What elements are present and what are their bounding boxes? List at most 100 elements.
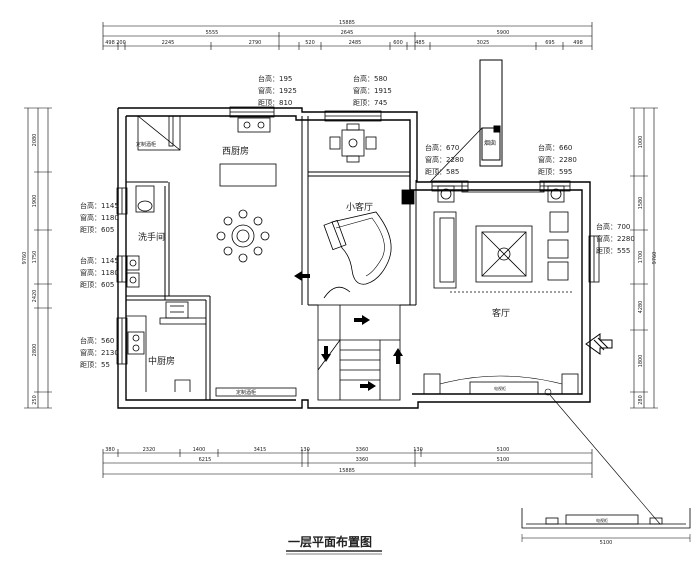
svg-text:9760: 9760 <box>22 252 28 265</box>
top-mid-dim-2: 2645 <box>341 30 354 36</box>
note-tv-cabinet: 电视柜 <box>494 385 506 391</box>
svg-text:台高：660: 台高：660 <box>538 143 572 152</box>
svg-text:1900: 1900 <box>32 195 38 208</box>
svg-text:130: 130 <box>413 447 423 453</box>
window-note-1: 台高：195 窗高：1925 距顶：810 <box>258 74 297 107</box>
svg-text:2320: 2320 <box>143 447 156 453</box>
svg-text:1750: 1750 <box>32 251 38 264</box>
right-dims: 1000 1580 1700 4280 1800 280 9760 <box>638 136 658 405</box>
window-note-4: 台高：660 窗高：2280 距顶：595 <box>538 143 577 176</box>
window-note-2: 台高：580 窗高：1915 距顶：745 <box>353 74 392 107</box>
svg-text:4280: 4280 <box>638 301 644 314</box>
svg-text:距顶：55: 距顶：55 <box>80 361 110 369</box>
svg-text:窗高：2280: 窗高：2280 <box>538 155 577 164</box>
svg-text:280: 280 <box>638 395 644 405</box>
svg-text:1700: 1700 <box>638 251 644 264</box>
svg-text:380: 380 <box>105 447 115 453</box>
arrow-up-icon <box>393 348 403 364</box>
round-dining-table <box>216 209 270 263</box>
svg-text:距顶：595: 距顶：595 <box>538 168 572 176</box>
svg-text:250: 250 <box>32 395 38 405</box>
svg-text:9760: 9760 <box>652 252 658 265</box>
svg-text:台高：560: 台高：560 <box>80 336 114 345</box>
window-note-3: 台高：670 窗高：2280 距顶：585 <box>425 143 464 176</box>
grand-piano <box>323 211 392 285</box>
left-dimension-lines <box>24 107 52 409</box>
svg-text:距顶：585: 距顶：585 <box>425 168 459 176</box>
svg-text:2485: 2485 <box>349 40 362 46</box>
window-note-7: 台高：700 窗高：2280 距顶：555 <box>596 222 635 255</box>
svg-text:2790: 2790 <box>249 40 262 46</box>
svg-text:窗高：1180: 窗高：1180 <box>80 213 119 222</box>
arrow-left-icon <box>294 271 310 281</box>
svg-text:1800: 1800 <box>638 355 644 368</box>
svg-text:520: 520 <box>305 40 315 46</box>
svg-text:窗高：2280: 窗高：2280 <box>596 234 635 243</box>
svg-text:498: 498 <box>105 40 115 46</box>
bottom-total-dim: 15885 <box>339 468 355 474</box>
chimney-label: 烟囱 <box>484 139 496 147</box>
drawing-title: 一层平面布置图 <box>288 534 372 549</box>
stairs <box>317 304 401 401</box>
svg-text:距顶：555: 距顶：555 <box>596 247 630 255</box>
bottom-mid-dim-1: 6215 <box>199 457 212 463</box>
washroom-fixtures <box>126 185 155 288</box>
note-tv-cabinet-detail: 电视柜 <box>596 517 608 523</box>
svg-text:200: 200 <box>116 40 126 46</box>
svg-text:距顶：745: 距顶：745 <box>353 99 387 107</box>
svg-text:600: 600 <box>393 40 403 46</box>
svg-text:2420: 2420 <box>32 290 38 303</box>
top-mid-dim-3: 5900 <box>497 30 510 36</box>
svg-text:距顶：810: 距顶：810 <box>258 99 292 107</box>
left-dims: 2080 1900 1750 2420 2800 250 9760 <box>22 134 38 405</box>
room-label-chinese-kitchen: 中厨房 <box>148 355 175 367</box>
svg-text:台高：670: 台高：670 <box>425 143 459 152</box>
svg-text:3025: 3025 <box>477 40 490 46</box>
svg-text:窗高：2280: 窗高：2280 <box>425 155 464 164</box>
detail-inset <box>521 508 691 542</box>
small-living-furniture <box>323 123 415 299</box>
svg-text:台高：1145: 台高：1145 <box>80 256 119 265</box>
bottom-detail-dims: 380 2320 1400 3415 130 3360 130 5100 <box>105 447 509 453</box>
room-label-western-kitchen: 西厨房 <box>222 145 249 157</box>
room-label-small-living: 小客厅 <box>346 201 373 213</box>
top-detail-dims: 498 200 2245 2790 520 2485 600 485 3025 … <box>105 40 583 46</box>
svg-text:3415: 3415 <box>254 447 267 453</box>
svg-text:台高：1145: 台高：1145 <box>80 201 119 210</box>
svg-text:2800: 2800 <box>32 344 38 357</box>
bottom-wine-cabinet <box>215 387 297 397</box>
entrance-arrow-icon <box>585 333 613 355</box>
svg-text:窗高：1915: 窗高：1915 <box>353 86 392 95</box>
kitchen-sink <box>237 117 271 133</box>
svg-text:台高：700: 台高：700 <box>596 222 630 231</box>
svg-text:2080: 2080 <box>32 134 38 147</box>
arrow-right-icon-2 <box>360 381 376 391</box>
svg-text:距顶：605: 距顶：605 <box>80 281 114 289</box>
svg-text:485: 485 <box>415 40 425 46</box>
detail-leader <box>544 388 661 525</box>
svg-text:498: 498 <box>573 40 583 46</box>
arrow-right-icon <box>354 315 370 325</box>
windows <box>116 106 600 365</box>
svg-text:2245: 2245 <box>162 40 175 46</box>
living-room-furniture <box>423 181 579 395</box>
top-mid-dim-1: 5555 <box>206 30 219 36</box>
svg-text:130: 130 <box>300 447 310 453</box>
chinese-kitchen-fixtures <box>126 301 207 392</box>
svg-text:1000: 1000 <box>638 136 644 149</box>
detail-width-dim: 5100 <box>600 540 613 546</box>
svg-text:窗高：2130: 窗高：2130 <box>80 348 119 357</box>
kitchen-island <box>219 163 277 187</box>
window-note-6: 台高：1145 窗高：1180 距顶：605 <box>80 256 119 289</box>
svg-text:5100: 5100 <box>497 447 510 453</box>
note-wine-cabinet-top: 定制酒柜 <box>136 141 156 148</box>
window-note-8: 台高：560 窗高：2130 距顶：55 <box>80 336 119 369</box>
top-total-dim: 15885 <box>339 20 355 26</box>
arrow-down-icon <box>321 346 331 362</box>
bottom-mid-dim-3: 5100 <box>497 457 510 463</box>
top-dimension-lines <box>102 22 593 50</box>
arrows <box>294 271 403 391</box>
svg-text:1400: 1400 <box>193 447 206 453</box>
room-label-living-room: 客厅 <box>492 307 510 319</box>
western-kitchen-furniture <box>137 115 277 263</box>
